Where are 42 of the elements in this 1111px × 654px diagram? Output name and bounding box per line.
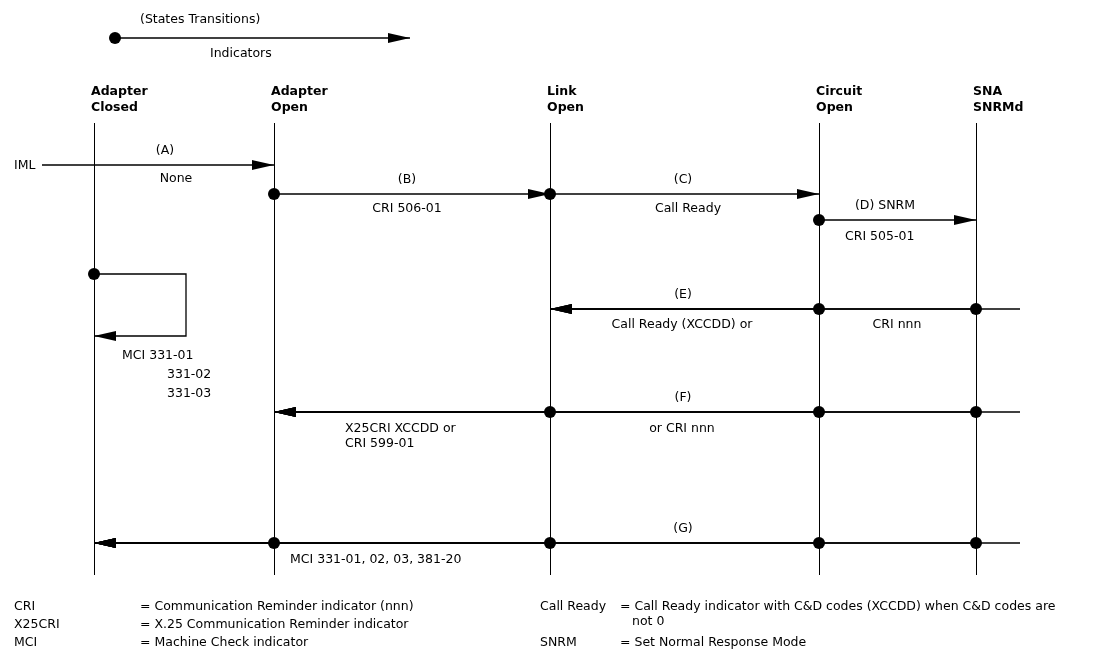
state-label: Circuit Open (816, 83, 864, 115)
state-label: Link Open (547, 83, 585, 115)
transition-arrow (813, 214, 977, 226)
indicator-text: or CRI nnn (649, 420, 715, 435)
state-label: Adapter Closed (91, 83, 149, 115)
term-text: SNRM (540, 634, 577, 649)
indicator-text: Call Ready (XCCDD) or (611, 316, 753, 331)
indicator-text: Call Ready (654, 200, 722, 215)
definition-text: = Call Ready indicator with C&D codes (XCCDD) when C&D codes are not 0 (620, 598, 1057, 628)
indicator-text: MCI 331-01, 02, 03, 381-20 (290, 551, 462, 566)
definition-text: = Communication Reminder indicator (nnn) (140, 598, 414, 613)
legend-text: (States Transitions) (140, 11, 261, 26)
transition-arrow (41, 160, 275, 170)
definition-text: = Machine Check indicator (140, 634, 309, 649)
transition-arrow (549, 304, 1021, 314)
indicator-text: None (159, 170, 193, 185)
loop-arrow (88, 268, 187, 341)
term-text: X25CRI (14, 616, 60, 631)
indicator-text: CRI nnn (872, 316, 922, 331)
transition-arrow (544, 188, 820, 200)
indicator-text: CRI 505-01 (845, 228, 915, 243)
edge-label: (G) (673, 520, 693, 535)
edge-label: (C) (673, 171, 693, 186)
definition-text: = Set Normal Response Mode (620, 634, 807, 649)
state-label: SNA SNRMd (973, 83, 1025, 115)
edge-label: (A) (155, 142, 175, 157)
indicator-text: MCI 331-01 (122, 347, 194, 362)
term-text: Call Ready (540, 598, 607, 613)
edge-label: (D) SNRM (854, 197, 916, 212)
term-text: MCI (14, 634, 38, 649)
edge-label: (E) (674, 286, 692, 301)
input-label: IML (14, 157, 36, 172)
state-label: Adapter Open (271, 83, 329, 115)
edge-label: (F) (674, 389, 692, 404)
definition-text: = X.25 Communication Reminder indicator (140, 616, 409, 631)
indicator-text: CRI 506-01 (372, 200, 442, 215)
edge-label: (B) (397, 171, 417, 186)
indicator-text: X25CRI XCCDD or CRI 599-01 (345, 420, 457, 450)
legend-text: Indicators (210, 45, 272, 60)
term-text: CRI (14, 598, 36, 613)
indicator-text: 331-02 (167, 366, 212, 381)
indicator-text: 331-03 (167, 385, 212, 400)
